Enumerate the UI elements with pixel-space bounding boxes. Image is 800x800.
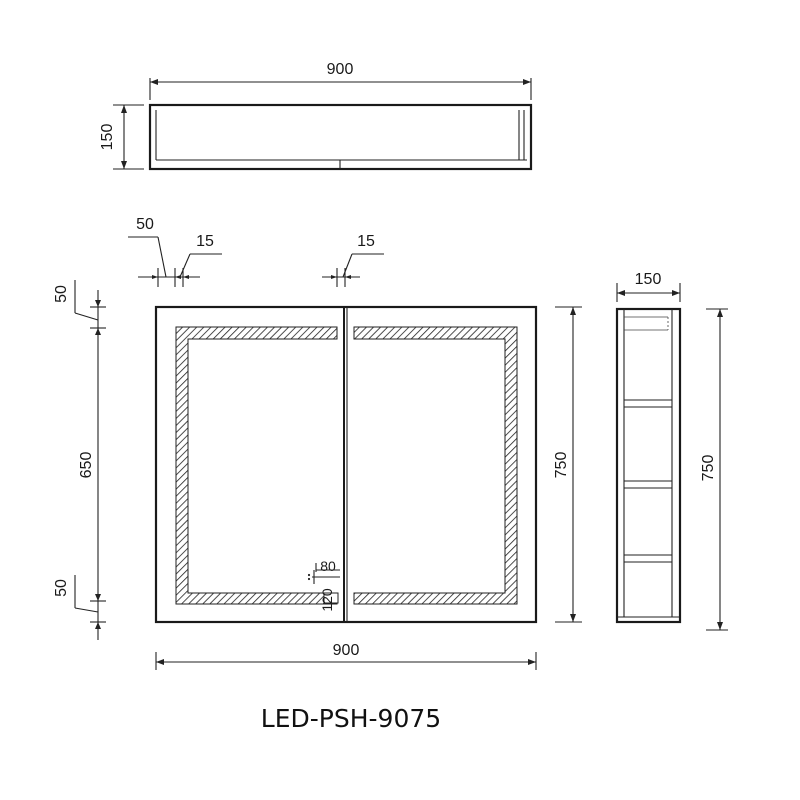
margin-top-label: 50 bbox=[53, 285, 70, 303]
right-led-strip bbox=[353, 326, 518, 605]
sensor-height-label: 120 bbox=[319, 588, 335, 612]
front-view: 50 15 15 bbox=[53, 216, 582, 670]
top-width-dimension: 900 bbox=[149, 61, 532, 100]
inner-height-label: 650 bbox=[78, 452, 95, 479]
frame-label-top-left: 15 bbox=[196, 233, 214, 250]
sensor-width-label: 80 bbox=[320, 558, 336, 574]
front-width-dimension: 900 bbox=[155, 642, 537, 670]
left-led-strip bbox=[175, 326, 338, 605]
frame-callout-left: 50 15 bbox=[128, 216, 222, 287]
top-depth-label: 150 bbox=[99, 124, 116, 151]
frame-label-left: 50 bbox=[136, 216, 154, 233]
side-height-dimension: 750 bbox=[700, 308, 728, 631]
left-vertical-dimensions: 50 650 50 bbox=[53, 280, 106, 640]
side-height-label: 750 bbox=[700, 455, 717, 482]
top-view-body bbox=[148, 103, 533, 171]
cabinet-front: 80 120 bbox=[154, 305, 538, 624]
front-height-dimension: 750 bbox=[553, 306, 582, 623]
top-width-label: 900 bbox=[327, 61, 354, 78]
front-width-label: 900 bbox=[333, 642, 360, 659]
top-view: 900 150 bbox=[99, 61, 533, 171]
side-view: 150 750 bbox=[615, 271, 728, 631]
model-name: LED-PSH-9075 bbox=[261, 704, 441, 733]
margin-bottom-label: 50 bbox=[53, 579, 70, 597]
side-view-body bbox=[615, 307, 682, 624]
side-depth-label: 150 bbox=[635, 271, 662, 288]
frame-callout-center: 15 bbox=[322, 233, 384, 287]
frame-label-top-center: 15 bbox=[357, 233, 375, 250]
front-height-label: 750 bbox=[553, 452, 570, 479]
touch-sensor: 80 120 bbox=[307, 558, 340, 612]
top-depth-dimension: 150 bbox=[99, 104, 144, 170]
side-depth-dimension: 150 bbox=[616, 271, 681, 302]
